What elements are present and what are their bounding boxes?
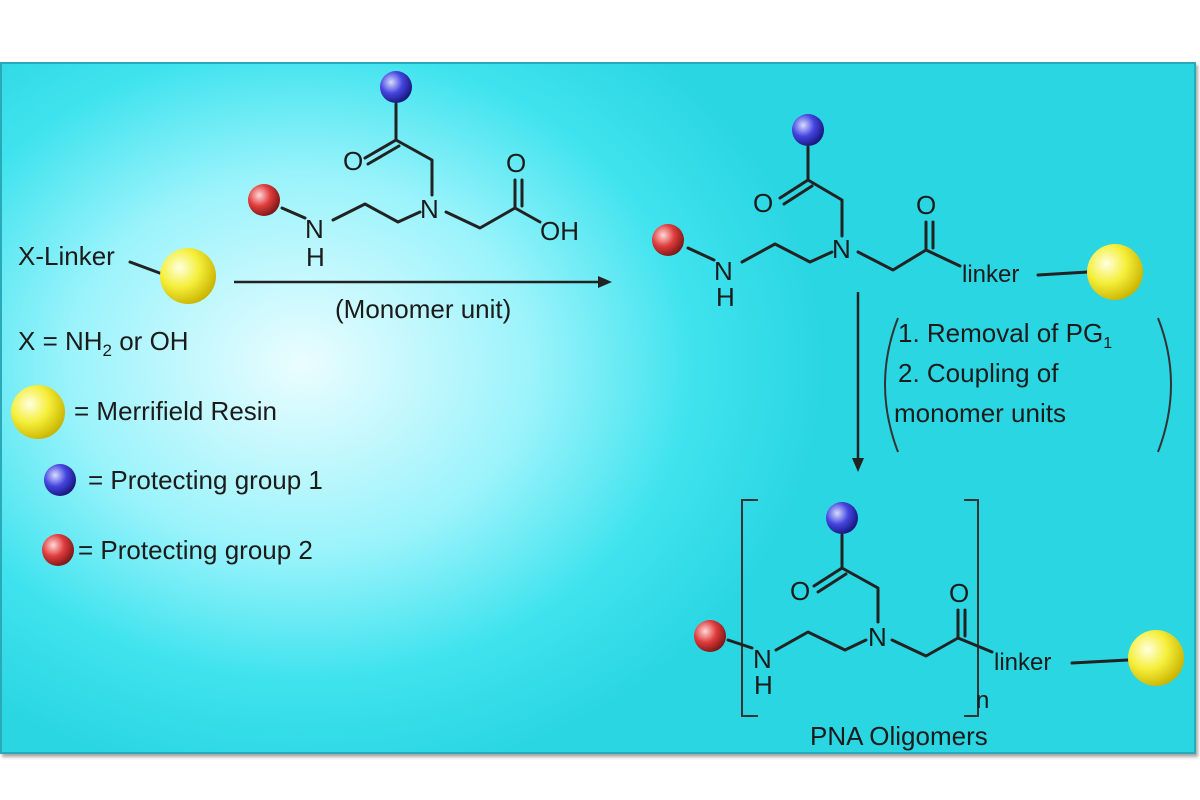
legend: = Merrifield Resin = Protecting group 1 … xyxy=(11,385,323,566)
nitrogen-label: N xyxy=(420,194,439,224)
start-material: X-Linker X = NH2 or OH xyxy=(18,241,216,360)
oxygen-label: O xyxy=(949,578,969,608)
legend-pg1-label: = Protecting group 1 xyxy=(88,465,323,495)
left-bracket xyxy=(741,499,758,717)
x-linker-label: X-Linker xyxy=(18,241,115,271)
pna-oligomers-caption: PNA Oligomers xyxy=(810,721,988,751)
resin-bead-icon xyxy=(160,248,216,304)
hydrogen-label: H xyxy=(754,670,773,700)
pg2-legend-icon xyxy=(42,534,74,566)
hydrogen-label: H xyxy=(306,242,325,272)
linker-bond xyxy=(128,260,167,277)
pg1-icon xyxy=(792,114,824,146)
pg2-icon xyxy=(248,184,280,216)
pg2-icon xyxy=(694,620,726,652)
x-definition: X = NH2 or OH xyxy=(18,326,189,360)
pna-oligomer: O N N H O linker n PNA Oligomers xyxy=(694,499,1184,751)
hydroxyl-label: OH xyxy=(540,216,579,246)
scheme-panel xyxy=(0,62,1196,754)
hydrogen-label: H xyxy=(716,282,735,312)
monomer-structure: O N N H O OH xyxy=(248,71,579,272)
repeat-subscript: n xyxy=(976,687,989,714)
pg1-legend-icon xyxy=(44,464,76,496)
nitrogen-label: N xyxy=(305,214,324,244)
oxygen-label: O xyxy=(916,190,936,220)
resin-bound-product: O N N H O linker xyxy=(652,114,1143,312)
coupling-arrow xyxy=(852,292,864,472)
resin-bead-icon xyxy=(1087,244,1143,300)
oxygen-label: O xyxy=(343,146,363,176)
oligomer-linker-label: linker xyxy=(994,649,1051,676)
oxygen-label: O xyxy=(753,188,773,218)
step-3-label: monomer units xyxy=(894,398,1066,428)
pg2-icon xyxy=(652,224,684,256)
product-linker-label: linker xyxy=(962,261,1019,288)
nitrogen-label: N xyxy=(714,256,733,286)
nitrogen-label: N xyxy=(868,622,887,652)
pg1-icon xyxy=(380,71,412,103)
nitrogen-label: N xyxy=(832,234,851,264)
step-2-label: 2. Coupling of xyxy=(898,358,1059,388)
reaction-conditions: 1. Removal of PG1 2. Coupling of monomer… xyxy=(884,317,1172,453)
legend-resin-label: = Merrifield Resin xyxy=(74,396,277,426)
step-1-label: 1. Removal of PG1 xyxy=(898,318,1112,352)
reaction-arrow: (Monomer unit) xyxy=(234,276,612,324)
right-bracket xyxy=(964,499,979,717)
resin-bead-icon xyxy=(1128,630,1184,686)
resin-legend-icon xyxy=(11,385,65,439)
nitrogen-label: N xyxy=(753,644,772,674)
oxygen-label: O xyxy=(506,148,526,178)
monomer-unit-caption: (Monomer unit) xyxy=(335,294,511,324)
oxygen-label: O xyxy=(790,576,810,606)
legend-pg2-label: = Protecting group 2 xyxy=(78,535,313,565)
pg1-icon xyxy=(826,502,858,534)
